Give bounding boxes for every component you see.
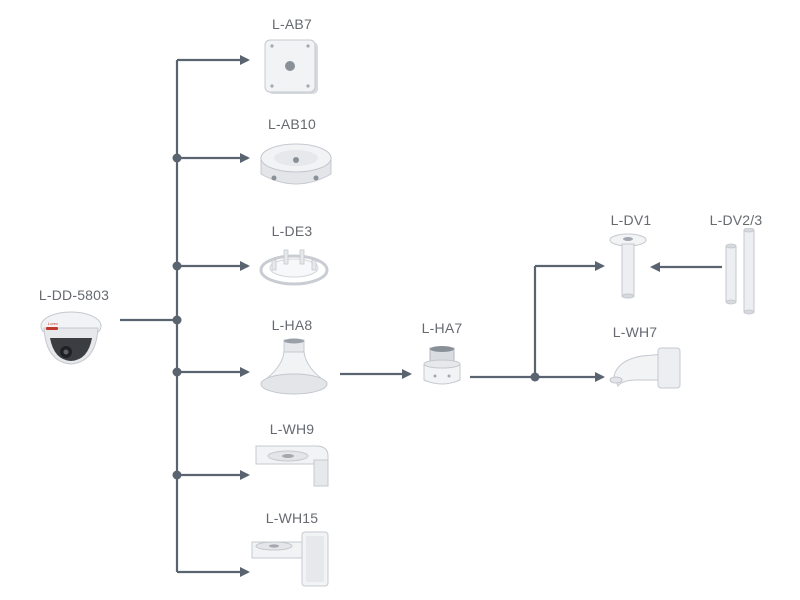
pole-mount-dv1-image <box>609 233 647 299</box>
de3-label: L-DE3 <box>271 223 313 239</box>
extension-poles-dv23-image <box>725 228 755 315</box>
dv23-label: L-DV2/3 <box>709 212 763 228</box>
ab7-label: L-AB7 <box>272 16 312 32</box>
adapter-ha7-image <box>423 346 461 385</box>
dome-camera-image: Lorex <box>40 311 102 365</box>
dv1-label: L-DV1 <box>610 212 652 228</box>
ha8-label: L-HA8 <box>271 317 313 333</box>
junction-box-ab10-image <box>260 143 332 185</box>
pendant-mount-ha8-image <box>260 338 328 395</box>
svg-text:Lorex: Lorex <box>48 321 58 326</box>
junction-dot <box>172 261 182 271</box>
junction-box-ab7-image <box>264 39 318 94</box>
wall-mount-wh15-image <box>251 531 329 587</box>
wh9-label: L-WH9 <box>269 421 315 437</box>
wall-mount-wh7-image <box>609 347 681 389</box>
junction-dot <box>172 153 182 163</box>
junction-dot <box>172 470 182 480</box>
junction-dot <box>172 367 182 377</box>
ha7-label: L-HA7 <box>421 320 463 336</box>
wh15-label: L-WH15 <box>265 510 319 526</box>
wh7-label: L-WH7 <box>612 324 658 340</box>
in-ceiling-mount-de3-image <box>259 249 329 286</box>
camera-label: L-DD-5803 <box>38 287 110 303</box>
junction-dot <box>530 372 540 382</box>
junction-dot <box>172 315 182 325</box>
wall-mount-wh9-image <box>255 445 329 487</box>
ab10-label: L-AB10 <box>268 116 316 132</box>
